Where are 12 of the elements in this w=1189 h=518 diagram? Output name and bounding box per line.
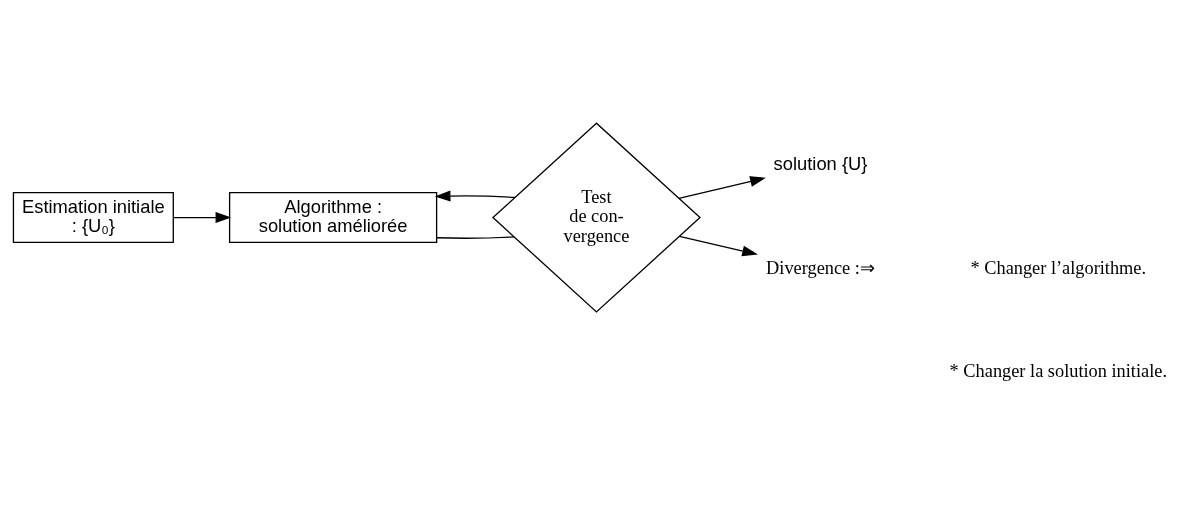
arrow [678, 175, 766, 199]
arrow [678, 235, 758, 256]
label: * Changer l’algorithme. [970, 257, 1147, 278]
arrow [434, 190, 516, 202]
label: * Changer la solution initiale. [949, 360, 1167, 381]
node-box: Estimation initiale : {U₀} [12, 191, 174, 243]
node-diamond: Test de con- vergence [492, 121, 701, 313]
node-text: solution {U} [773, 152, 868, 174]
arrow [172, 211, 232, 223]
node-text: Divergence :⇒ [766, 257, 875, 278]
connector [436, 235, 515, 239]
node-box: Algorithme : solution améliorée [228, 191, 438, 243]
